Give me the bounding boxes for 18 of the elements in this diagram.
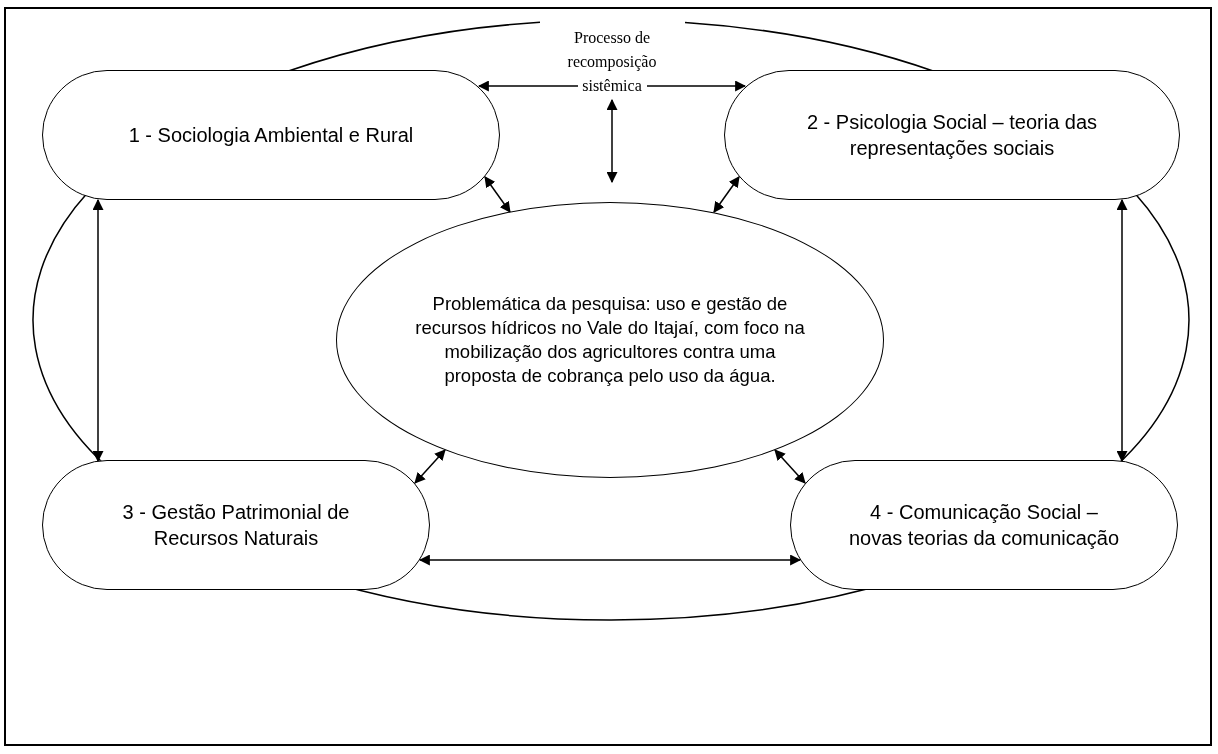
arrow (418, 554, 802, 566)
arrow (92, 198, 104, 463)
arrow (1116, 198, 1128, 463)
arrow (774, 449, 806, 484)
box-text: 4 - Comunicação Social – novas teorias da comunicação (847, 500, 1121, 551)
arrow (484, 176, 511, 213)
arrow (477, 80, 579, 92)
rounded-box (42, 460, 430, 590)
arrow (414, 449, 446, 484)
arrow (646, 80, 747, 92)
box-text: 3 - Gestão Patrimonial de Recursos Naturais (121, 500, 351, 551)
box-text: 1 - Sociologia Ambiental e Rural (128, 123, 414, 148)
arrow (713, 176, 740, 213)
box-text: Problemática da pesquisa: uso e gestão de recursos hídricos no Vale do Itajaí, com foco na mobilização dos agricultores contra uma proposta de cobrança pelo uso da água. (414, 291, 806, 389)
arrow (606, 98, 618, 184)
rounded-box (790, 460, 1178, 590)
cycle-label: Processo de recomposição sistêmica (562, 26, 662, 98)
box-text: 2 - Psicologia Social – teoria das representações sociais (805, 110, 1099, 161)
